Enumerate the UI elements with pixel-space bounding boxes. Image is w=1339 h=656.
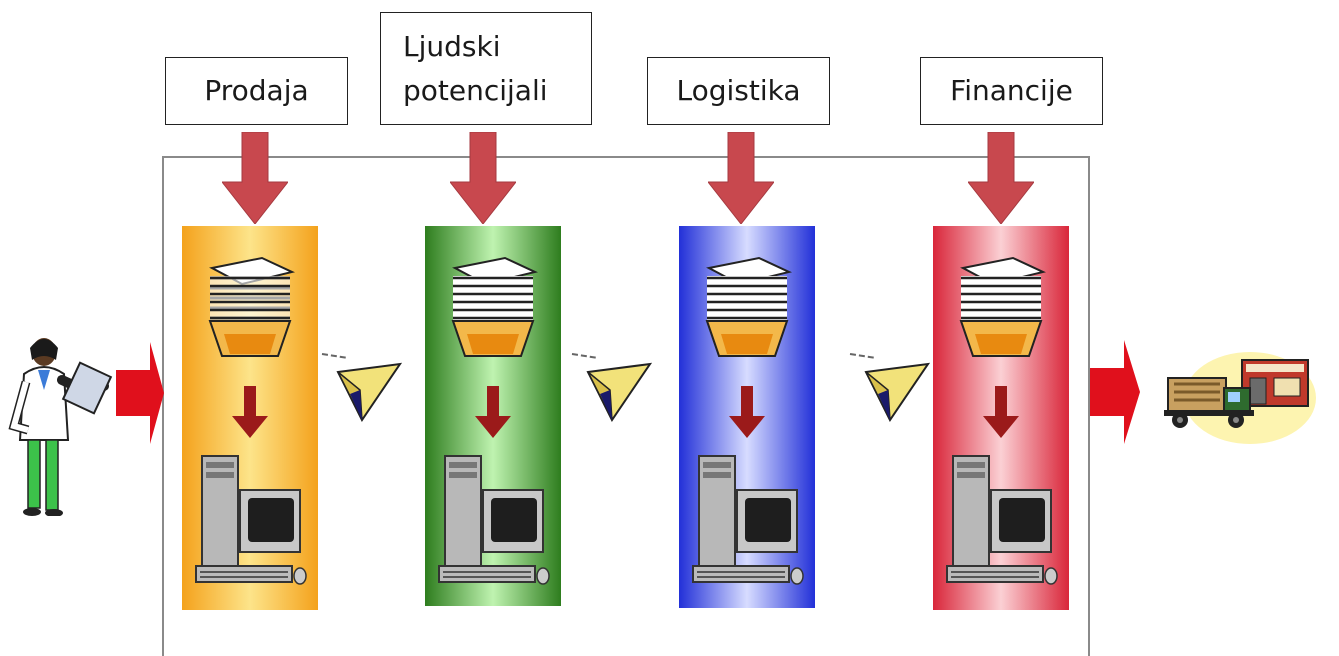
paper-plane-icon-1 bbox=[321, 353, 403, 422]
label-ljudski-line1: Ljudski bbox=[403, 29, 501, 63]
paper-stack-icon bbox=[959, 256, 1047, 357]
label-ljudski-line2: potencijali bbox=[403, 73, 548, 107]
down-arrow-financije bbox=[968, 132, 1034, 224]
down-arrow-ljudski bbox=[450, 132, 516, 224]
paper-stack-icon bbox=[451, 256, 539, 357]
paper-plane-icon-2 bbox=[571, 353, 653, 422]
column-ljudski-potencijali bbox=[425, 226, 561, 610]
computer-icon bbox=[438, 455, 550, 585]
down-arrow-prodaja bbox=[222, 132, 288, 224]
column-logistika bbox=[679, 226, 815, 610]
person-icon bbox=[8, 338, 113, 516]
column-financije bbox=[933, 226, 1069, 610]
label-prodaja: Prodaja bbox=[165, 57, 348, 125]
label-financije: Financije bbox=[920, 57, 1103, 125]
input-flow-arrow bbox=[116, 342, 164, 444]
column-prodaja bbox=[182, 226, 318, 610]
label-ljudski-potencijali: Ljudski potencijali bbox=[380, 12, 592, 125]
label-logistika: Logistika bbox=[647, 57, 830, 125]
paper-plane-icon-3 bbox=[849, 353, 931, 422]
computer-icon bbox=[946, 455, 1058, 585]
down-arrow-logistika bbox=[708, 132, 774, 224]
computer-icon bbox=[195, 455, 307, 585]
output-flow-arrow bbox=[1090, 340, 1140, 444]
computer-icon bbox=[692, 455, 804, 585]
paper-stack-icon bbox=[208, 256, 296, 357]
paper-stack-icon bbox=[705, 256, 793, 357]
delivery-truck-store-icon bbox=[1164, 352, 1316, 444]
